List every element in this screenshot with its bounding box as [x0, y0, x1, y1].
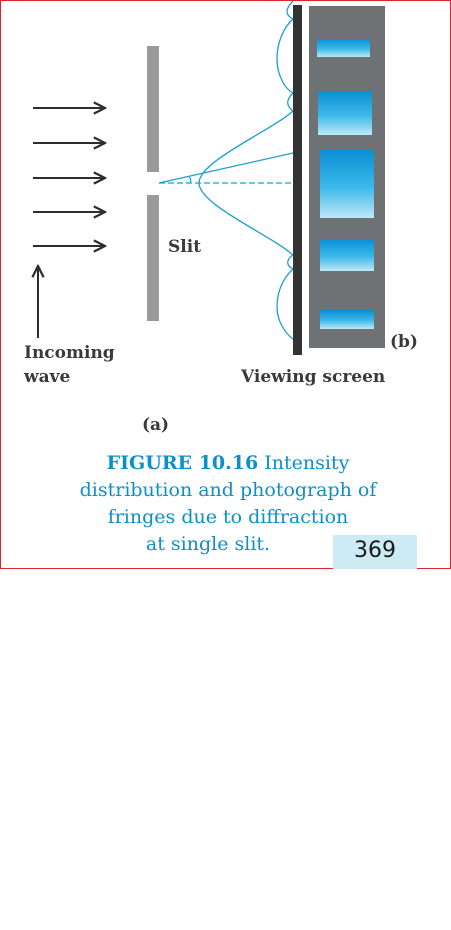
diffraction-rays: [158, 152, 294, 184]
part-b-label: (b): [390, 332, 418, 352]
caption-line2: distribution and photograph of: [79, 479, 377, 501]
incoming-wave-arrows: [33, 108, 105, 246]
viewing-screen-bar: [293, 5, 302, 355]
incoming-wave-label-line1: Incoming: [24, 343, 115, 363]
page-number-box: 369: [333, 535, 417, 569]
viewing-screen-label: Viewing screen: [241, 367, 386, 387]
incoming-wave-label-line2: wave: [24, 367, 71, 387]
slit-barrier-top: [147, 46, 159, 172]
intensity-curve: [198, 1, 295, 340]
diffraction-diagram: [1, 1, 385, 355]
page-number: 369: [354, 538, 396, 563]
caption-line3: fringes due to diffraction: [107, 506, 349, 528]
slit-barrier-bottom: [147, 195, 159, 321]
fringe-band: [320, 239, 374, 271]
figure-frame: Slit Incoming wave Viewing screen (b) (a…: [0, 0, 451, 569]
fringe-band: [320, 150, 374, 218]
figure-number: FIGURE 10.16: [106, 452, 259, 474]
figure-caption: FIGURE 10.16 Intensity distribution and …: [23, 450, 433, 558]
caption-line1: Intensity: [258, 452, 350, 474]
bright-fringes: [317, 39, 374, 329]
caption-line4: at single slit.: [145, 533, 271, 555]
fringe-band: [317, 39, 370, 57]
fringe-band: [320, 310, 374, 329]
slit-label: Slit: [168, 237, 202, 257]
fringe-band: [318, 91, 372, 135]
part-a-label: (a): [142, 415, 170, 435]
